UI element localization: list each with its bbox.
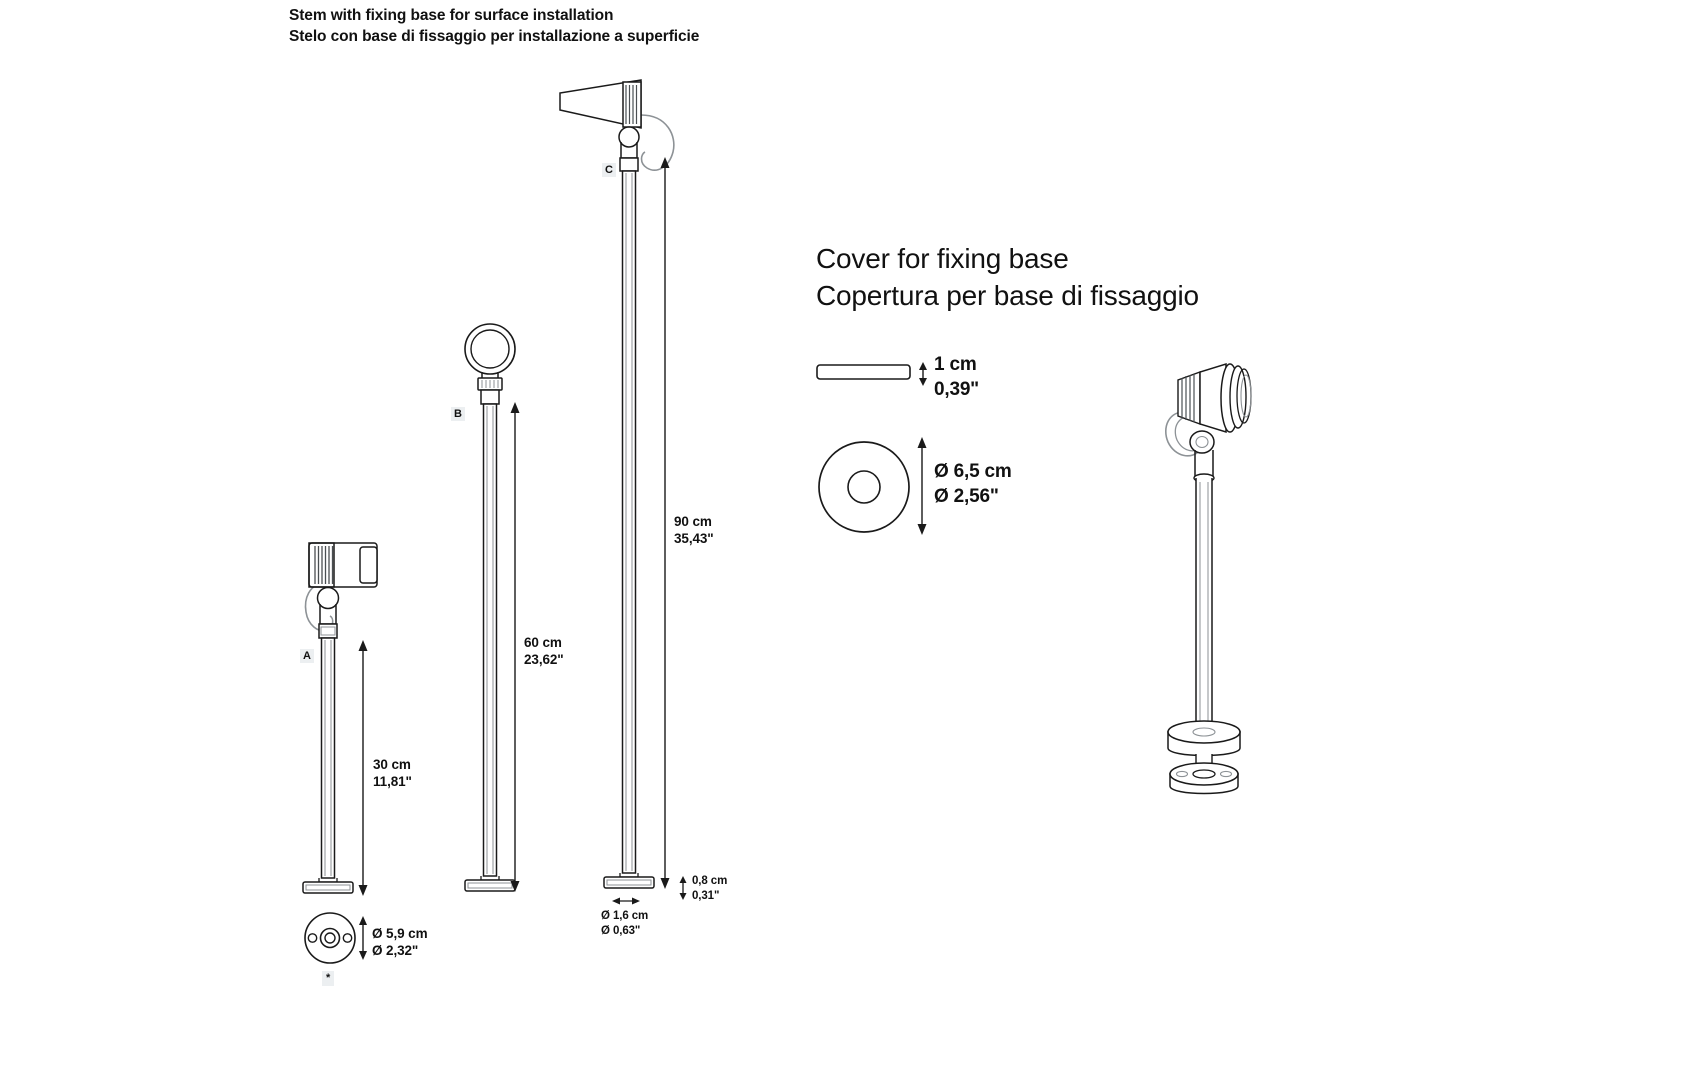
stem-heading-en: Stem with fixing base for surface instal… bbox=[289, 7, 614, 24]
dimension-label-cover-thickness: 1 cm 0,39" bbox=[934, 352, 979, 402]
dimension-label-base-plate: Ø 5,9 cm Ø 2,32" bbox=[372, 925, 428, 959]
dimension-a-cm: 30 cm bbox=[373, 757, 411, 772]
cover-heading-it: Copertura per base di fissaggio bbox=[816, 280, 1199, 311]
cover-top-view bbox=[816, 439, 912, 535]
dimension-b-cm: 60 cm bbox=[524, 635, 562, 650]
stem-tag-b: B bbox=[451, 407, 465, 421]
dimension-arrow-base-diameter bbox=[355, 916, 371, 960]
stem-diameter-cm: Ø 1,6 cm bbox=[601, 910, 649, 922]
stem-drawing-c bbox=[545, 70, 695, 900]
dimension-arrow-c bbox=[647, 157, 687, 889]
dimension-b-in: 23,62" bbox=[524, 652, 564, 667]
cover-thickness-cm: 1 cm bbox=[934, 354, 977, 375]
base-plate-diameter-in: Ø 2,32" bbox=[372, 943, 419, 958]
dimension-arrow-cover-diameter bbox=[912, 437, 932, 535]
dimension-label-b: 60 cm 23,62" bbox=[524, 634, 564, 668]
base-plate-top-view bbox=[300, 908, 360, 968]
cover-side-view bbox=[816, 363, 911, 385]
cover-thickness-in: 0,39" bbox=[934, 379, 979, 400]
dimension-arrow-b bbox=[497, 402, 537, 892]
stem-tag-c: C bbox=[602, 163, 616, 177]
stem-heading-it: Stelo con base di fissaggio per installa… bbox=[289, 27, 700, 45]
dimension-arrow-base-thickness bbox=[676, 876, 690, 900]
dimension-label-a: 30 cm 11,81" bbox=[373, 756, 412, 790]
dimension-arrow-cover-thickness bbox=[915, 362, 931, 386]
dimension-arrow-stem-diameter bbox=[612, 895, 640, 907]
cover-heading-en: Cover for fixing base bbox=[816, 243, 1069, 274]
dimension-c-in: 35,43" bbox=[674, 531, 714, 546]
dimension-label-stem-diameter: Ø 1,6 cm Ø 0,63" bbox=[601, 909, 648, 938]
base-thickness-cm: 0,8 cm bbox=[692, 875, 728, 887]
base-plate-footnote-tag: * bbox=[322, 971, 335, 986]
cover-diameter-cm: Ø 6,5 cm bbox=[934, 461, 1012, 482]
dimension-a-in: 11,81" bbox=[373, 774, 412, 789]
cover-section-heading: Cover for fixing base Copertura per base… bbox=[816, 240, 1376, 314]
assembled-fixture-perspective-view bbox=[1140, 350, 1340, 850]
dimension-c-cm: 90 cm bbox=[674, 514, 712, 529]
dimension-label-base-thickness: 0,8 cm 0,31" bbox=[692, 874, 727, 903]
stem-drawing-b bbox=[440, 318, 550, 903]
dimension-label-c: 90 cm 35,43" bbox=[674, 513, 714, 547]
dimension-label-cover-diameter: Ø 6,5 cm Ø 2,56" bbox=[934, 459, 1012, 509]
stem-diameter-in: Ø 0,63" bbox=[601, 924, 641, 937]
base-thickness-in: 0,31" bbox=[692, 889, 720, 902]
cover-diameter-in: Ø 2,56" bbox=[934, 486, 999, 507]
base-plate-diameter-cm: Ø 5,9 cm bbox=[372, 926, 428, 941]
stem-drawing-a bbox=[282, 520, 402, 905]
stem-section-heading: Stem with fixing base for surface instal… bbox=[289, 6, 709, 47]
dimension-arrow-a bbox=[345, 640, 385, 896]
stem-tag-a: A bbox=[300, 649, 314, 663]
